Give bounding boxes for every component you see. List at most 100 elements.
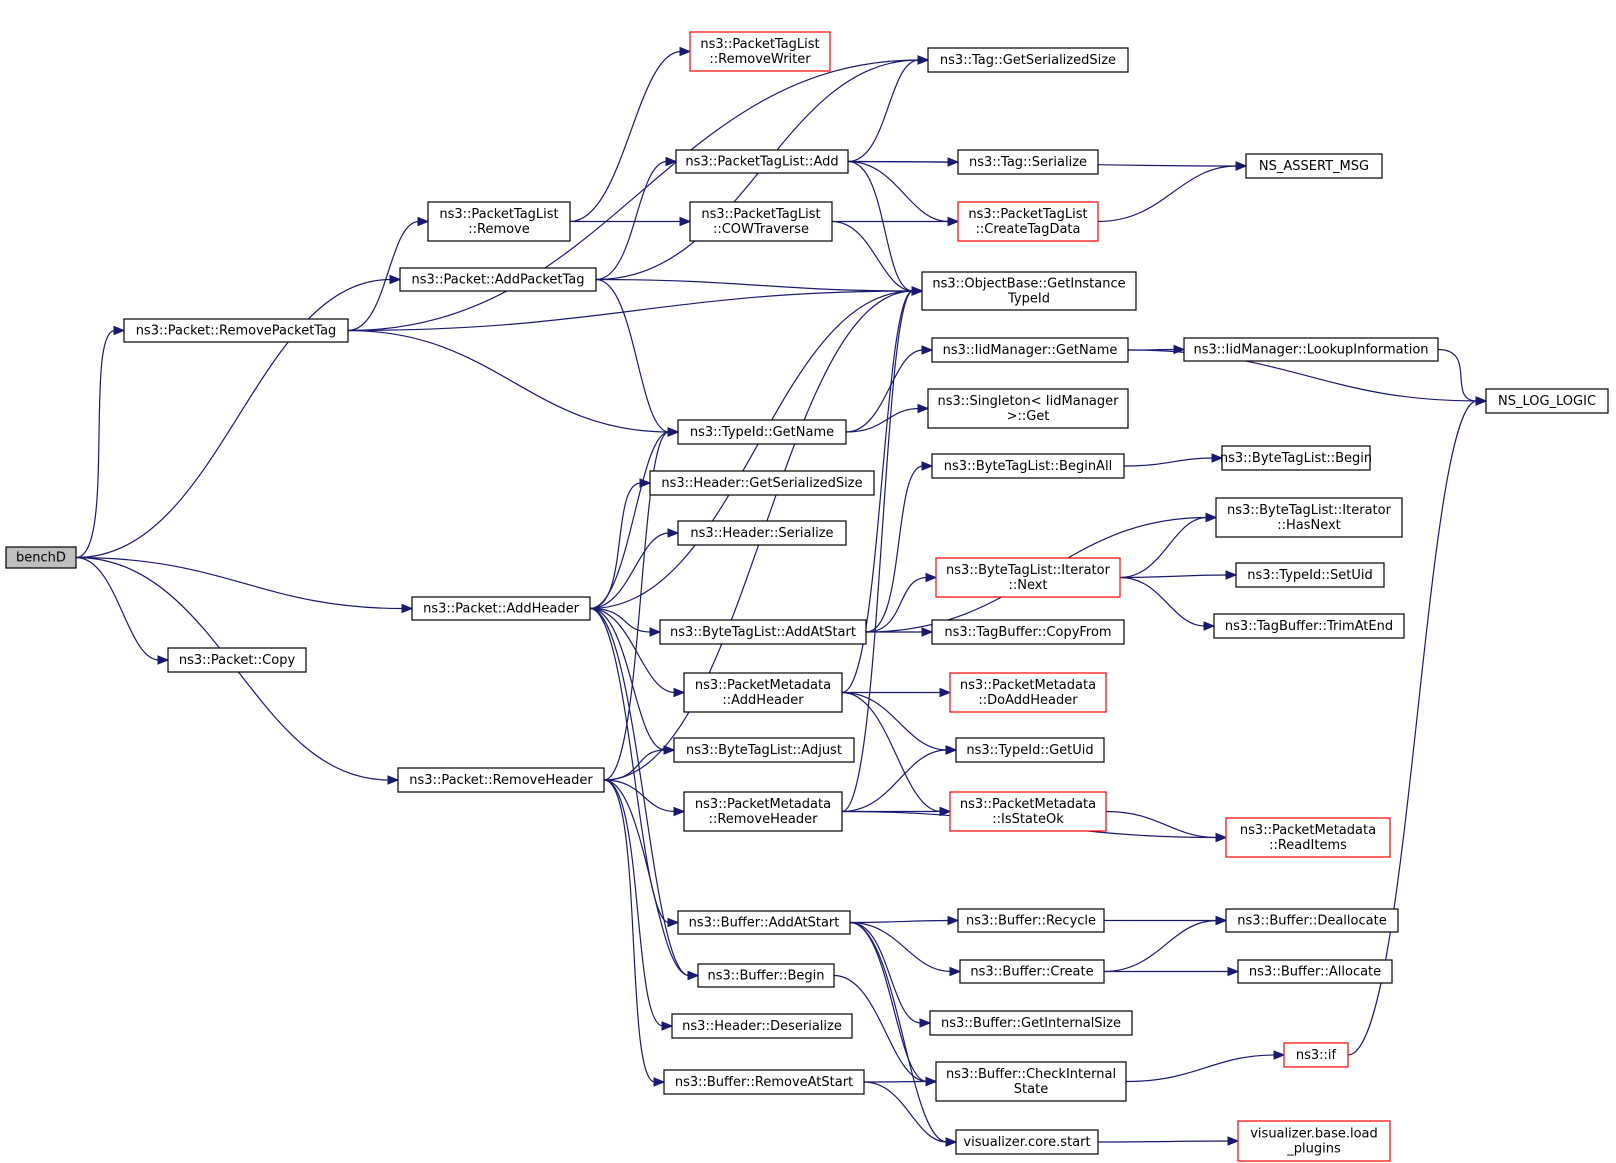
node-box	[1225, 817, 1391, 858]
node-label: ns3::PacketMetadata	[960, 797, 1096, 812]
node-label: ns3::TypeId::GetName	[690, 425, 834, 440]
node-ptl-remove[interactable]: ns3::PacketTagList::Remove	[427, 201, 571, 242]
node-btl-begin-all[interactable]: ns3::ByteTagList::BeginAll	[931, 453, 1125, 479]
node-ptl-cow-traverse[interactable]: ns3::PacketTagList::COWTraverse	[689, 201, 833, 242]
node-label: ::ReadItems	[1269, 838, 1347, 853]
node-bench-d[interactable]: benchD	[5, 546, 77, 569]
edge-removePacketTag-to-ptlRemove	[347, 216, 430, 332]
node-label: NS_ASSERT_MSG	[1259, 159, 1369, 174]
node-buf-recycle[interactable]: ns3::Buffer::Recycle	[957, 908, 1105, 933]
node-btl-iter-next[interactable]: ns3::ByteTagList::Iterator::Next	[935, 557, 1121, 598]
node-ns-assert-msg[interactable]: NS_ASSERT_MSG	[1245, 153, 1383, 179]
node-viz-core-start[interactable]: visualizer.core.start	[955, 1129, 1099, 1155]
node-buf-get-internal-size[interactable]: ns3::Buffer::GetInternalSize	[929, 1010, 1133, 1036]
node-type-id-get-uid[interactable]: ns3::TypeId::GetUid	[955, 737, 1105, 763]
node-buf-deallocate[interactable]: ns3::Buffer::Deallocate	[1225, 908, 1399, 933]
node-buf-allocate[interactable]: ns3::Buffer::Allocate	[1237, 959, 1393, 984]
edge-btlIterNext-to-typeIdSetUid	[1119, 570, 1238, 580]
node-add-packet-tag[interactable]: ns3::Packet::AddPacketTag	[399, 267, 597, 292]
node-label: ns3::Buffer::Recycle	[966, 914, 1096, 929]
node-box	[927, 388, 1129, 429]
node-buf-add-at-start[interactable]: ns3::Buffer::AddAtStart	[677, 910, 851, 935]
node-box	[677, 910, 851, 935]
node-label: ns3::ByteTagList::AddAtStart	[670, 625, 856, 640]
node-buf-begin[interactable]: ns3::Buffer::Begin	[697, 963, 835, 988]
node-buf-remove-at-start[interactable]: ns3::Buffer::RemoveAtStart	[663, 1069, 865, 1095]
edge-packetAddHeader-to-objGetInstanceTypeId	[589, 286, 924, 610]
node-label: ns3::PacketMetadata	[960, 678, 1096, 693]
node-box	[1221, 445, 1371, 471]
node-pm-do-add-header[interactable]: ns3::PacketMetadata::DoAddHeader	[949, 672, 1107, 713]
node-label: ns3::PacketMetadata	[1240, 823, 1376, 838]
node-box	[955, 1129, 1099, 1155]
edge-bufAddAtStart-to-bufCreate	[849, 921, 962, 977]
node-iid-lookup[interactable]: ns3::IidManager::LookupInformation	[1183, 337, 1439, 362]
node-header-get-serialized-size[interactable]: ns3::Header::GetSerializedSize	[649, 470, 875, 496]
edge-benchD-to-packetAddHeader	[75, 556, 414, 614]
edge-packetAddHeader-to-typeIdGetName	[589, 427, 680, 610]
node-type-id-set-uid[interactable]: ns3::TypeId::SetUid	[1235, 562, 1385, 588]
node-label: ns3::ByteTagList::BeginAll	[944, 459, 1112, 474]
node-remove-packet-tag[interactable]: ns3::Packet::RemovePacketTag	[123, 318, 349, 343]
node-ptl-create-tag-data[interactable]: ns3::PacketTagList::CreateTagData	[957, 201, 1099, 242]
node-box	[677, 520, 847, 546]
node-pm-remove-header[interactable]: ns3::PacketMetadata::RemoveHeader	[683, 791, 843, 832]
node-pm-add-header[interactable]: ns3::PacketMetadata::AddHeader	[683, 672, 843, 713]
node-label: ns3::PacketMetadata	[695, 797, 831, 812]
edge-iidLookup-to-nsLogLogic	[1437, 348, 1488, 406]
node-label: ::HasNext	[1277, 518, 1341, 533]
node-box	[671, 1013, 853, 1039]
node-pm-read-items[interactable]: ns3::PacketMetadata::ReadItems	[1225, 817, 1391, 858]
node-label: >::Get	[1007, 409, 1050, 424]
node-btl-adjust[interactable]: ns3::ByteTagList::Adjust	[673, 737, 855, 763]
node-label: ns3::Buffer::Allocate	[1249, 965, 1381, 980]
node-pm-is-state-ok[interactable]: ns3::PacketMetadata::IsStateOk	[949, 791, 1107, 832]
node-type-id-get-name[interactable]: ns3::TypeId::GetName	[677, 419, 847, 445]
edge-bufAddAtStart-to-bufRecycle	[849, 915, 960, 926]
node-tag-buf-copy-from[interactable]: ns3::TagBuffer::CopyFrom	[931, 619, 1125, 645]
node-ptl-remove-writer[interactable]: ns3::PacketTagList::RemoveWriter	[689, 31, 831, 72]
edge-addPacketTag-to-objGetInstanceTypeId	[595, 278, 924, 296]
node-box	[689, 201, 833, 242]
node-tag-buf-trim-at-end[interactable]: ns3::TagBuffer::TrimAtEnd	[1213, 613, 1405, 639]
node-singleton-get[interactable]: ns3::Singleton< IidManager>::Get	[927, 388, 1129, 429]
node-ns3-if[interactable]: ns3::if	[1283, 1042, 1349, 1068]
node-viz-load-plugins[interactable]: visualizer.base.load_plugins	[1237, 1120, 1391, 1162]
node-packet-copy[interactable]: ns3::Packet::Copy	[167, 647, 307, 673]
node-box	[957, 201, 1099, 242]
node-header-deserialize[interactable]: ns3::Header::Deserialize	[671, 1013, 853, 1039]
node-tag-serialize[interactable]: ns3::Tag::Serialize	[957, 149, 1099, 175]
edge-bufCreate-to-bufDeallocate	[1103, 915, 1228, 973]
node-box	[123, 318, 349, 343]
node-label: ns3::Buffer::AddAtStart	[689, 916, 840, 931]
node-iid-get-name[interactable]: ns3::IidManager::GetName	[931, 337, 1129, 363]
node-label: ns3::TagBuffer::CopyFrom	[944, 625, 1111, 640]
node-btl-add-at-start[interactable]: ns3::ByteTagList::AddAtStart	[659, 619, 867, 645]
edge-packetAddHeader-to-btlAddAtStart	[589, 607, 662, 637]
node-label: visualizer.core.start	[963, 1135, 1090, 1150]
edge-removePacketTag-to-typeIdGetName	[347, 329, 680, 437]
node-btl-begin[interactable]: ns3::ByteTagList::Begin	[1220, 445, 1372, 471]
node-label: NS_LOG_LOGIC	[1498, 394, 1596, 409]
edge-packetRemoveHeader-to-headerDeserialize	[603, 779, 674, 1031]
node-label: ns3::Singleton< IidManager	[937, 394, 1119, 409]
edge-btlAddAtStart-to-tagBufCopyFrom	[865, 627, 934, 637]
node-btl-iter-has-next[interactable]: ns3::ByteTagList::Iterator::HasNext	[1215, 497, 1403, 538]
node-tag-get-serialized-size[interactable]: ns3::Tag::GetSerializedSize	[927, 47, 1129, 73]
node-label: _plugins	[1286, 1142, 1341, 1157]
node-label: ns3::Packet::RemoveHeader	[409, 773, 593, 788]
node-buf-create[interactable]: ns3::Buffer::Create	[959, 959, 1105, 984]
node-box	[1225, 908, 1399, 933]
node-ns-log-logic[interactable]: NS_LOG_LOGIC	[1485, 388, 1609, 414]
node-packet-add-header[interactable]: ns3::Packet::AddHeader	[411, 596, 591, 621]
node-header-serialize[interactable]: ns3::Header::Serialize	[677, 520, 847, 546]
edge-ptlCreateTagData-to-nsAssertMsg	[1097, 161, 1248, 223]
node-box	[675, 149, 849, 174]
node-label: ::CreateTagData	[975, 222, 1080, 237]
node-label: ns3::ObjectBase::GetInstance	[932, 277, 1125, 292]
edge-packetRemoveHeader-to-bufBegin	[603, 779, 700, 981]
node-packet-remove-header[interactable]: ns3::Packet::RemoveHeader	[397, 767, 605, 793]
node-ptl-add[interactable]: ns3::PacketTagList::Add	[675, 149, 849, 174]
